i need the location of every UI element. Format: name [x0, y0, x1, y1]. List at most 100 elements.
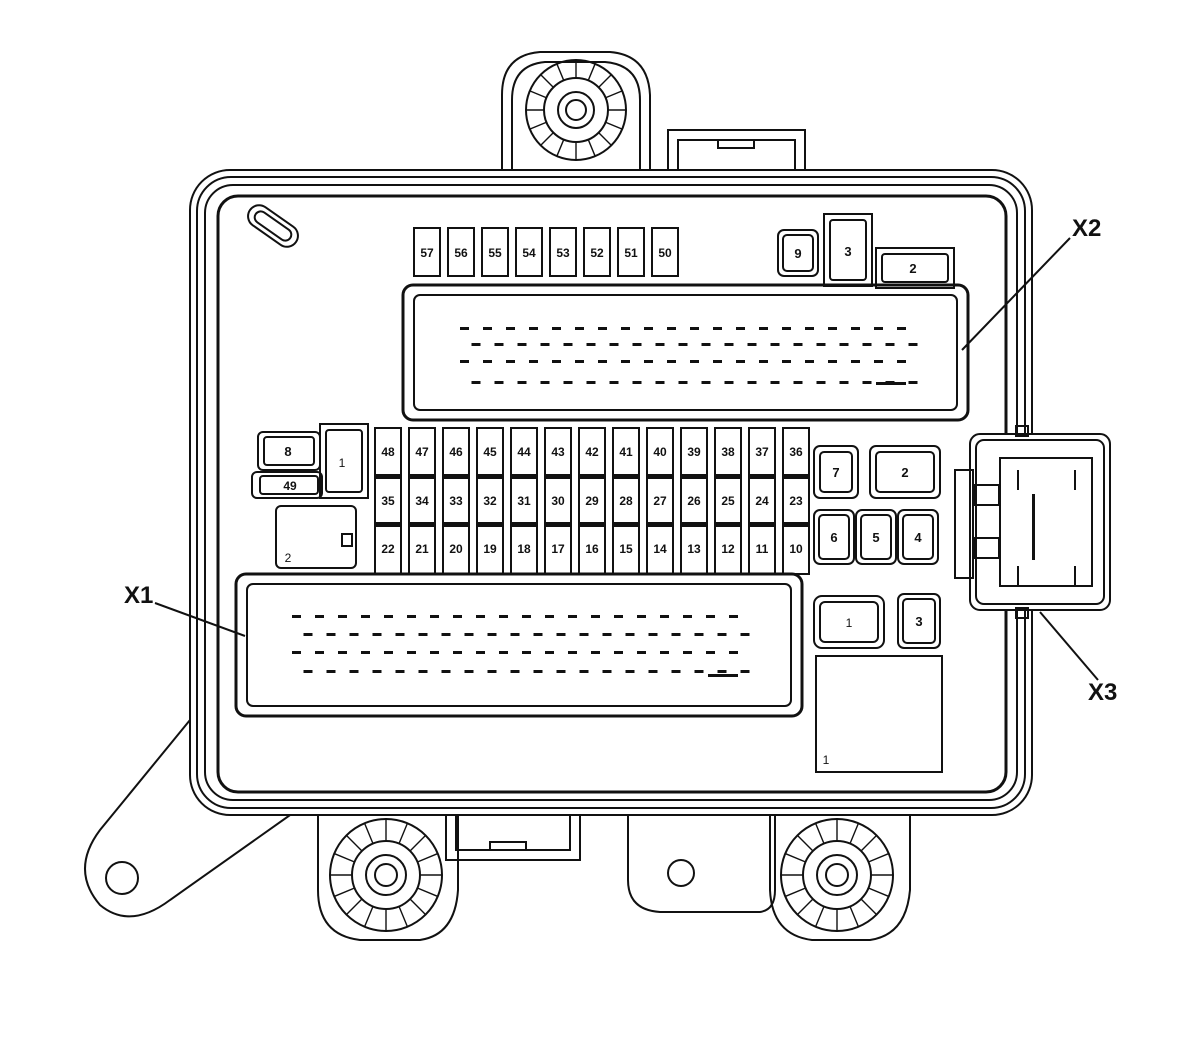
- fuse-label: 20: [449, 542, 463, 556]
- housing: [189, 169, 1033, 816]
- connector-pin: [694, 633, 704, 636]
- connector-pin: [874, 327, 883, 330]
- connector-pin: [805, 327, 814, 330]
- connector-pin: [660, 651, 669, 654]
- fuse-divider: [477, 474, 503, 479]
- callout-x1: X1: [124, 582, 246, 637]
- fuse-label: 27: [653, 494, 667, 508]
- fuse-divider: [443, 474, 469, 479]
- connector-pin: [632, 343, 642, 346]
- svg-text:2: 2: [901, 465, 908, 480]
- connector-x1: [234, 572, 804, 718]
- mounting-tab-bottom-center: [627, 800, 776, 913]
- fuse-label: 33: [449, 494, 463, 508]
- connector-pin: [407, 615, 416, 618]
- connector-pin: [706, 651, 715, 654]
- relay-7: 7: [813, 445, 859, 499]
- latch-top: [667, 129, 806, 178]
- fuse-body: [413, 227, 441, 277]
- relay-5: 5: [855, 509, 897, 565]
- connector-pin: [533, 633, 543, 636]
- fuse-divider: [681, 522, 707, 527]
- connector-pin: [552, 360, 561, 363]
- fuse-divider: [443, 522, 469, 527]
- fuse-label: 25: [721, 494, 735, 508]
- boss-spoke: [814, 822, 825, 844]
- boss-spoke: [860, 834, 878, 852]
- fuse-label: 36: [789, 445, 803, 459]
- connector-pin: [418, 670, 428, 673]
- connector-pin: [736, 360, 745, 363]
- fuse-label: 28: [619, 494, 633, 508]
- connector-pin: [625, 633, 635, 636]
- boss-spoke: [587, 139, 596, 157]
- connector-pin: [598, 327, 607, 330]
- callout-x2: X2: [961, 215, 1101, 351]
- fuse-divider: [579, 522, 605, 527]
- connector-pin: [793, 381, 803, 384]
- boss-spoke: [784, 852, 806, 863]
- connector-pin: [747, 343, 757, 346]
- connector-pin: [487, 670, 497, 673]
- svg-text:7: 7: [832, 465, 839, 480]
- connector-pin: [579, 670, 589, 673]
- fuse-divider: [647, 474, 673, 479]
- connector-pin: [499, 615, 508, 618]
- fuse-label: 34: [415, 494, 429, 508]
- latch-bottom: [445, 800, 581, 861]
- connector-pin: [464, 633, 474, 636]
- connector-pin: [621, 360, 630, 363]
- boss-spoke: [540, 74, 554, 88]
- connector-pin: [851, 360, 860, 363]
- connector-pin: [349, 633, 359, 636]
- connector-pin: [326, 633, 336, 636]
- connector-x2: [401, 283, 970, 422]
- mounting-tab-top: [501, 51, 651, 175]
- connector-pin: [441, 633, 451, 636]
- relay-4: 4: [897, 509, 939, 565]
- connector-pin: [660, 615, 669, 618]
- connector-pin: [713, 360, 722, 363]
- connector-pin: [533, 670, 543, 673]
- connector-pin: [602, 670, 612, 673]
- boss-spoke: [540, 132, 554, 146]
- connector-pin: [361, 651, 370, 654]
- fuse-label: 21: [415, 542, 429, 556]
- fuse-label: 38: [721, 445, 735, 459]
- fuse-label: 18: [517, 542, 531, 556]
- fuse-label: 39: [687, 445, 701, 459]
- connector-pin: [747, 381, 757, 384]
- connector-pin: [326, 670, 336, 673]
- connector-pin: [614, 615, 623, 618]
- connector-pin: [717, 670, 727, 673]
- connector-pin: [667, 360, 676, 363]
- fuse-label: 15: [619, 542, 633, 556]
- connector-pin: [292, 615, 301, 618]
- connector-pin: [510, 670, 520, 673]
- fuse-label: 55: [488, 246, 502, 260]
- svg-text:49: 49: [283, 479, 297, 493]
- connector-pin: [655, 343, 665, 346]
- relay-left-1: 1: [319, 423, 369, 499]
- connector-pin: [568, 615, 577, 618]
- fuse-label: 29: [585, 494, 599, 508]
- connector-pin: [816, 343, 826, 346]
- connector-pin: [667, 327, 676, 330]
- connector-pin: [908, 381, 918, 384]
- fuse-49: 49: [251, 471, 323, 499]
- fuse-label: 41: [619, 445, 633, 459]
- connector-pin: [552, 327, 561, 330]
- connector-pin: [694, 670, 704, 673]
- connector-pin: [621, 327, 630, 330]
- connector-pin: [740, 670, 750, 673]
- fuse-label: 14: [653, 542, 667, 556]
- boss-spoke: [398, 822, 409, 844]
- fuse-9: 9: [777, 229, 819, 277]
- fuse-label: 10: [789, 542, 803, 556]
- connector-pin: [384, 651, 393, 654]
- fuse-divider: [511, 474, 537, 479]
- connector-pin: [315, 615, 324, 618]
- fuse-divider: [715, 474, 741, 479]
- boss-spoke: [409, 898, 427, 916]
